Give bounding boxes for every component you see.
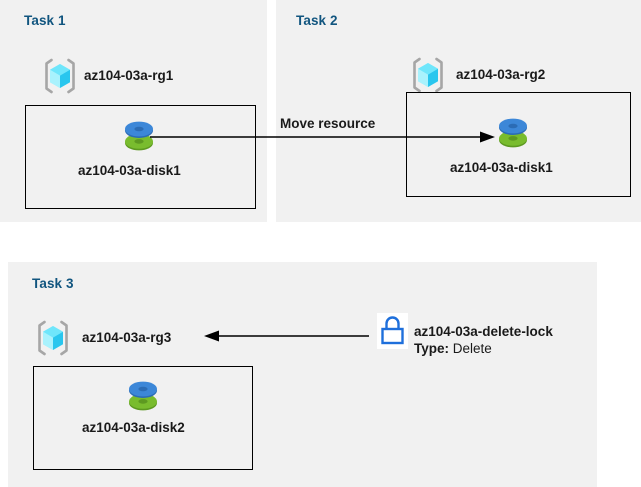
lock-icon — [377, 313, 408, 349]
panel-title-task-2: Task 2 — [296, 13, 338, 28]
lock-type-value: Delete — [452, 341, 492, 356]
panel-title-task-3: Task 3 — [32, 276, 74, 291]
resource-group-label: az104-03a-rg3 — [82, 330, 172, 345]
panel-task-3 — [8, 262, 597, 487]
resource-group-boundary-task-1 — [25, 105, 256, 209]
resource-group-label: az104-03a-rg1 — [84, 68, 174, 83]
lock-name-label: az104-03a-delete-lock — [414, 324, 553, 339]
disk-label: az104-03a-disk1 — [78, 163, 181, 178]
disk-icon — [496, 114, 530, 152]
panel-task-2 — [276, 0, 641, 222]
disk-label: az104-03a-disk1 — [450, 160, 553, 175]
connector-delete-lock — [204, 326, 369, 346]
resource-group-icon — [40, 56, 80, 96]
disk-icon — [122, 117, 156, 155]
panel-title-task-1: Task 1 — [24, 13, 66, 28]
lock-type-label: Type: — [414, 341, 450, 356]
lock-type-row: Type: Delete — [414, 341, 492, 356]
disk-label: az104-03a-disk2 — [82, 420, 185, 435]
resource-group-icon — [33, 318, 73, 358]
connector-move-resource — [150, 126, 495, 148]
connector-label-move-resource: Move resource — [280, 116, 376, 131]
disk-icon — [126, 377, 160, 415]
resource-group-boundary-task-2 — [406, 92, 631, 197]
resource-group-label: az104-03a-rg2 — [456, 67, 546, 82]
resource-group-icon — [408, 55, 448, 95]
panel-task-1 — [0, 0, 267, 222]
resource-group-boundary-task-3 — [33, 366, 253, 470]
